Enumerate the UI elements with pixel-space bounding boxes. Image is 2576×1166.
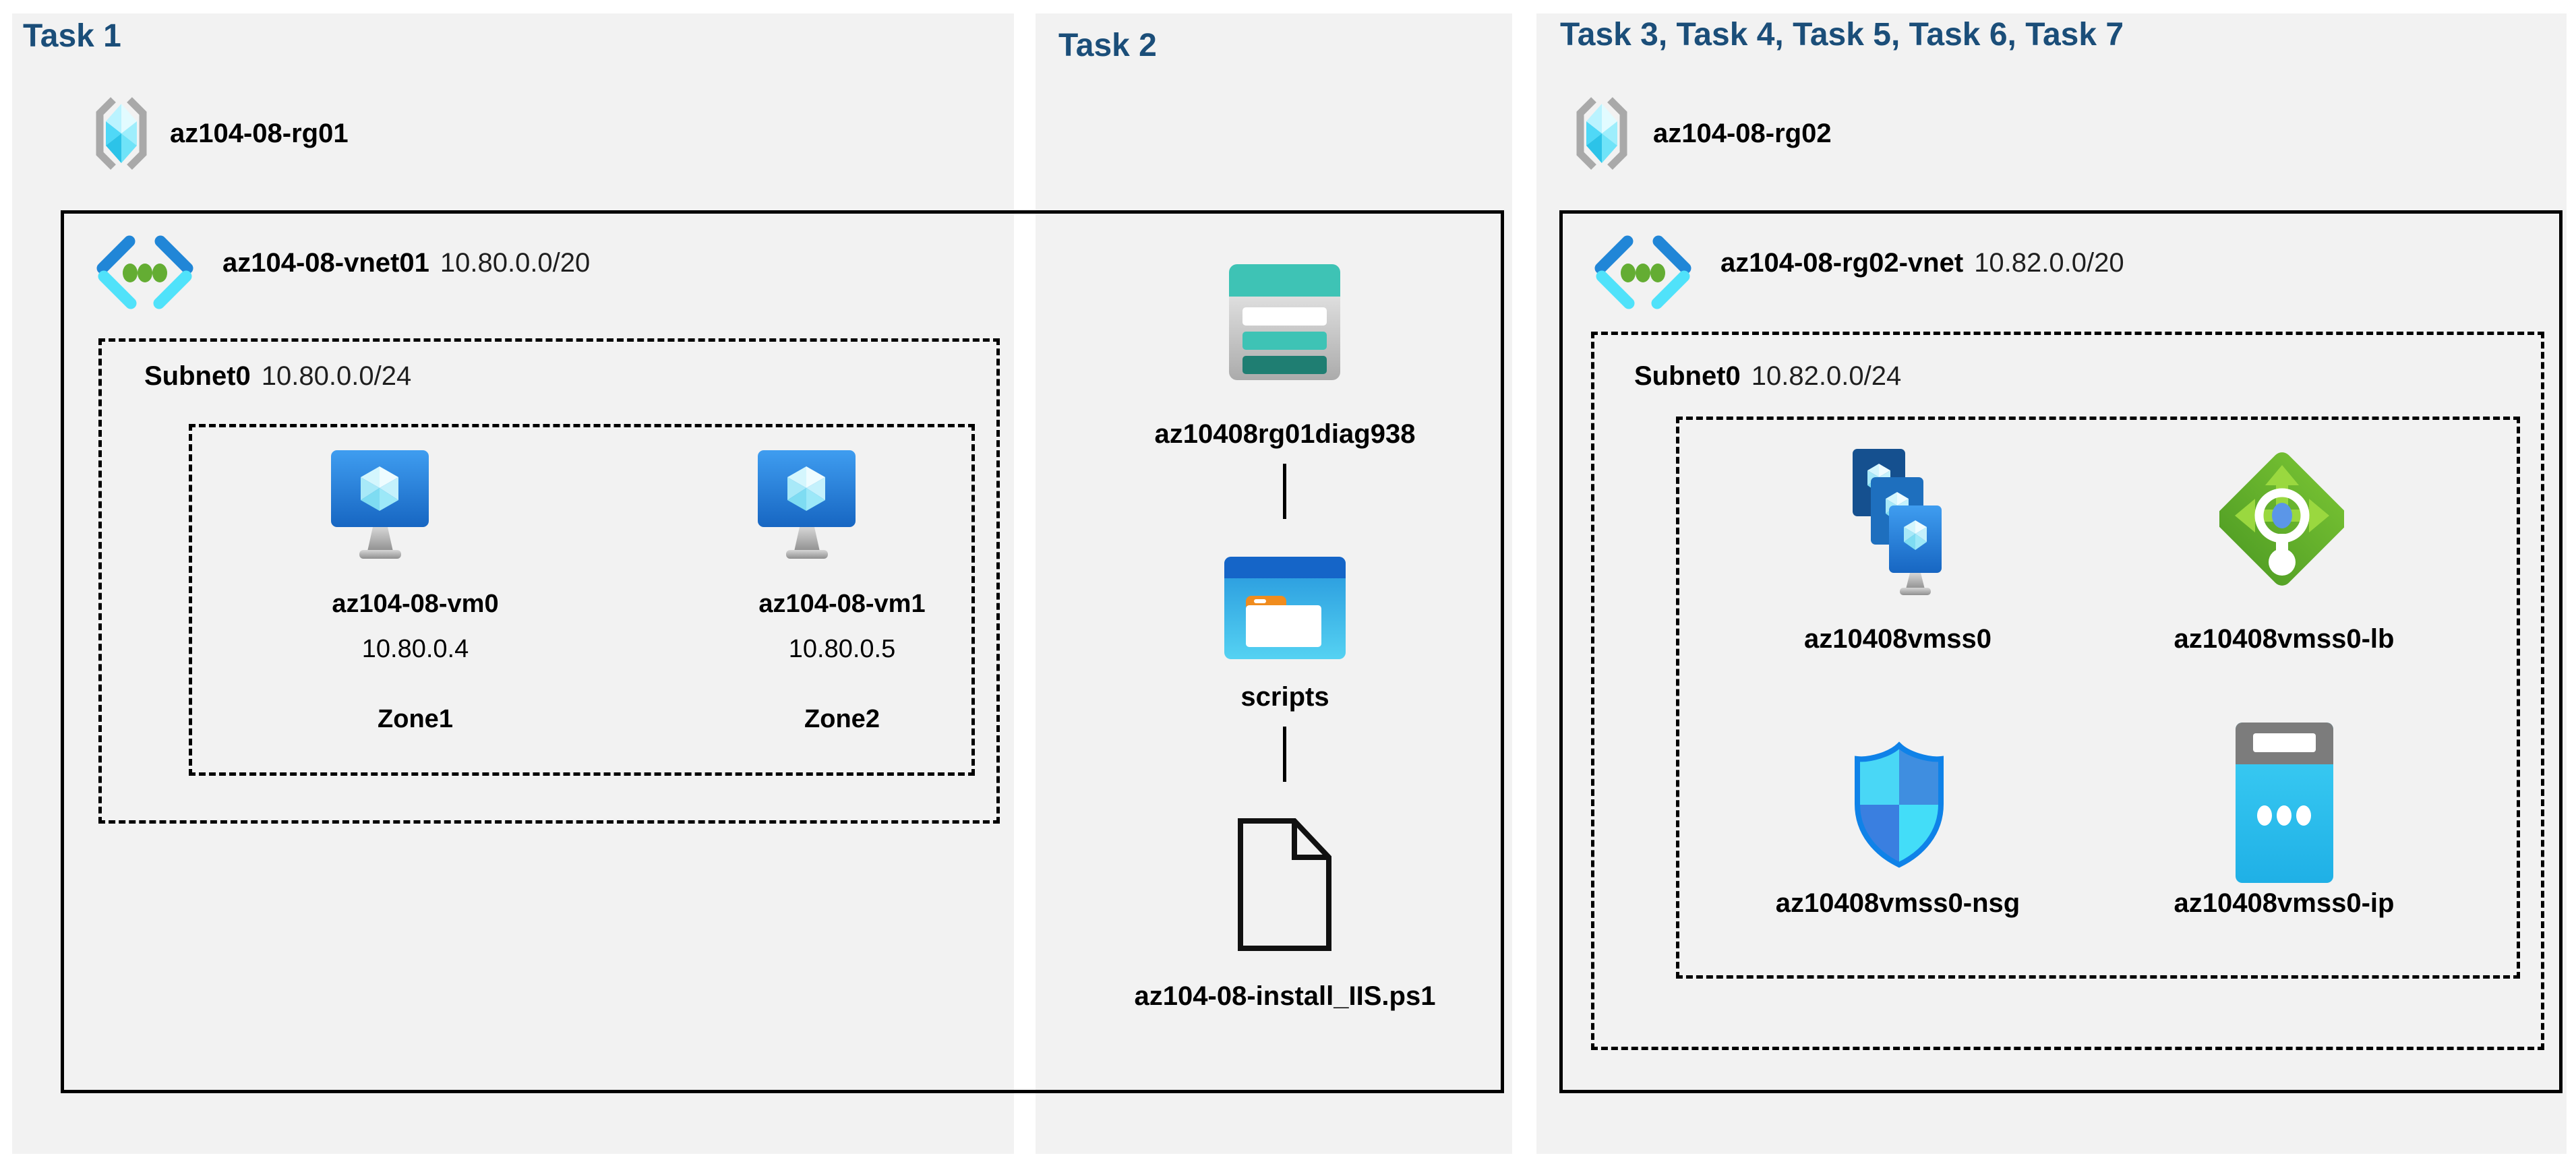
rg02-vnet-boundary-box: [1559, 210, 2563, 1093]
vmss-resources-box: [1676, 417, 2520, 979]
vnet01-label: az104-08-vnet01 10.80.0.0/20: [222, 248, 590, 278]
task2-heading: Task 2: [1058, 28, 1157, 63]
vmss-label: az10408vmss0: [1803, 624, 1992, 654]
blob-container-icon: [1224, 557, 1346, 663]
resource-group-2-label: az104-08-rg02: [1653, 119, 1832, 148]
storage-account-label: az10408rg01diag938: [1154, 419, 1416, 449]
storage-account-icon: [1229, 264, 1340, 383]
resource-group-icon: [1569, 94, 1634, 176]
scripts-container-label: scripts: [1240, 682, 1329, 712]
vm1-name: az104-08-vm1: [758, 590, 926, 618]
load-balancer-icon: [2215, 446, 2349, 594]
public-ip-icon: [2236, 723, 2333, 886]
task3to7-heading: Task 3, Task 4, Task 5, Task 6, Task 7: [1560, 17, 2124, 53]
connector-scripts-to-file: [1283, 727, 1286, 782]
vm0-ip: 10.80.0.4: [361, 635, 469, 663]
subnet0-name: Subnet0: [144, 361, 251, 391]
virtual-network-icon: [1592, 235, 1694, 315]
vm0-name: az104-08-vm0: [332, 590, 499, 618]
load-balancer-label: az10408vmss0-lb: [2174, 624, 2395, 654]
subnet0-label-task3to7: Subnet0 10.82.0.0/24: [1634, 361, 1901, 392]
vnet01-cidr: 10.80.0.0/20: [440, 248, 591, 278]
subnet0-cidr-2: 10.82.0.0/24: [1751, 361, 1902, 391]
task1-panel: [12, 13, 1014, 1154]
zones-box: [189, 424, 975, 776]
vm1-ip: 10.80.0.5: [788, 635, 896, 663]
subnet0-label-task1: Subnet0 10.80.0.0/24: [144, 361, 411, 392]
virtual-network-icon: [94, 235, 196, 315]
rg02-vnet-name: az104-08-rg02-vnet: [1720, 248, 1964, 278]
connector-storage-to-scripts: [1283, 464, 1286, 519]
public-ip-label: az10408vmss0-ip: [2174, 888, 2395, 918]
vnet01-name: az104-08-vnet01: [222, 248, 429, 278]
virtual-machine-icon: [758, 450, 859, 564]
vm0-zone: Zone1: [378, 705, 453, 733]
task1-heading: Task 1: [23, 18, 121, 54]
subnet0-name-2: Subnet0: [1634, 361, 1741, 391]
nsg-label: az10408vmss0-nsg: [1775, 888, 2020, 918]
resource-group-icon: [89, 94, 154, 176]
subnet0-box-task3to7: [1591, 332, 2544, 1050]
virtual-machine-icon: [331, 450, 432, 564]
file-icon: [1232, 816, 1337, 957]
task3to7-panel: [1536, 13, 2567, 1154]
rg02-vnet-cidr: 10.82.0.0/20: [1974, 248, 2124, 278]
subnet0-cidr: 10.80.0.0/24: [261, 361, 412, 391]
vnet01-boundary-box: [61, 210, 1504, 1093]
install-iis-file-label: az104-08-install_IIS.ps1: [1134, 981, 1436, 1011]
resource-group-1-label: az104-08-rg01: [170, 119, 349, 148]
vm1-zone: Zone2: [804, 705, 880, 733]
nsg-icon: [1849, 740, 1950, 873]
rg02-vnet-label: az104-08-rg02-vnet 10.82.0.0/20: [1720, 248, 2124, 278]
vmss-icon: [1853, 449, 1944, 599]
subnet0-box-task1: [98, 338, 1000, 824]
